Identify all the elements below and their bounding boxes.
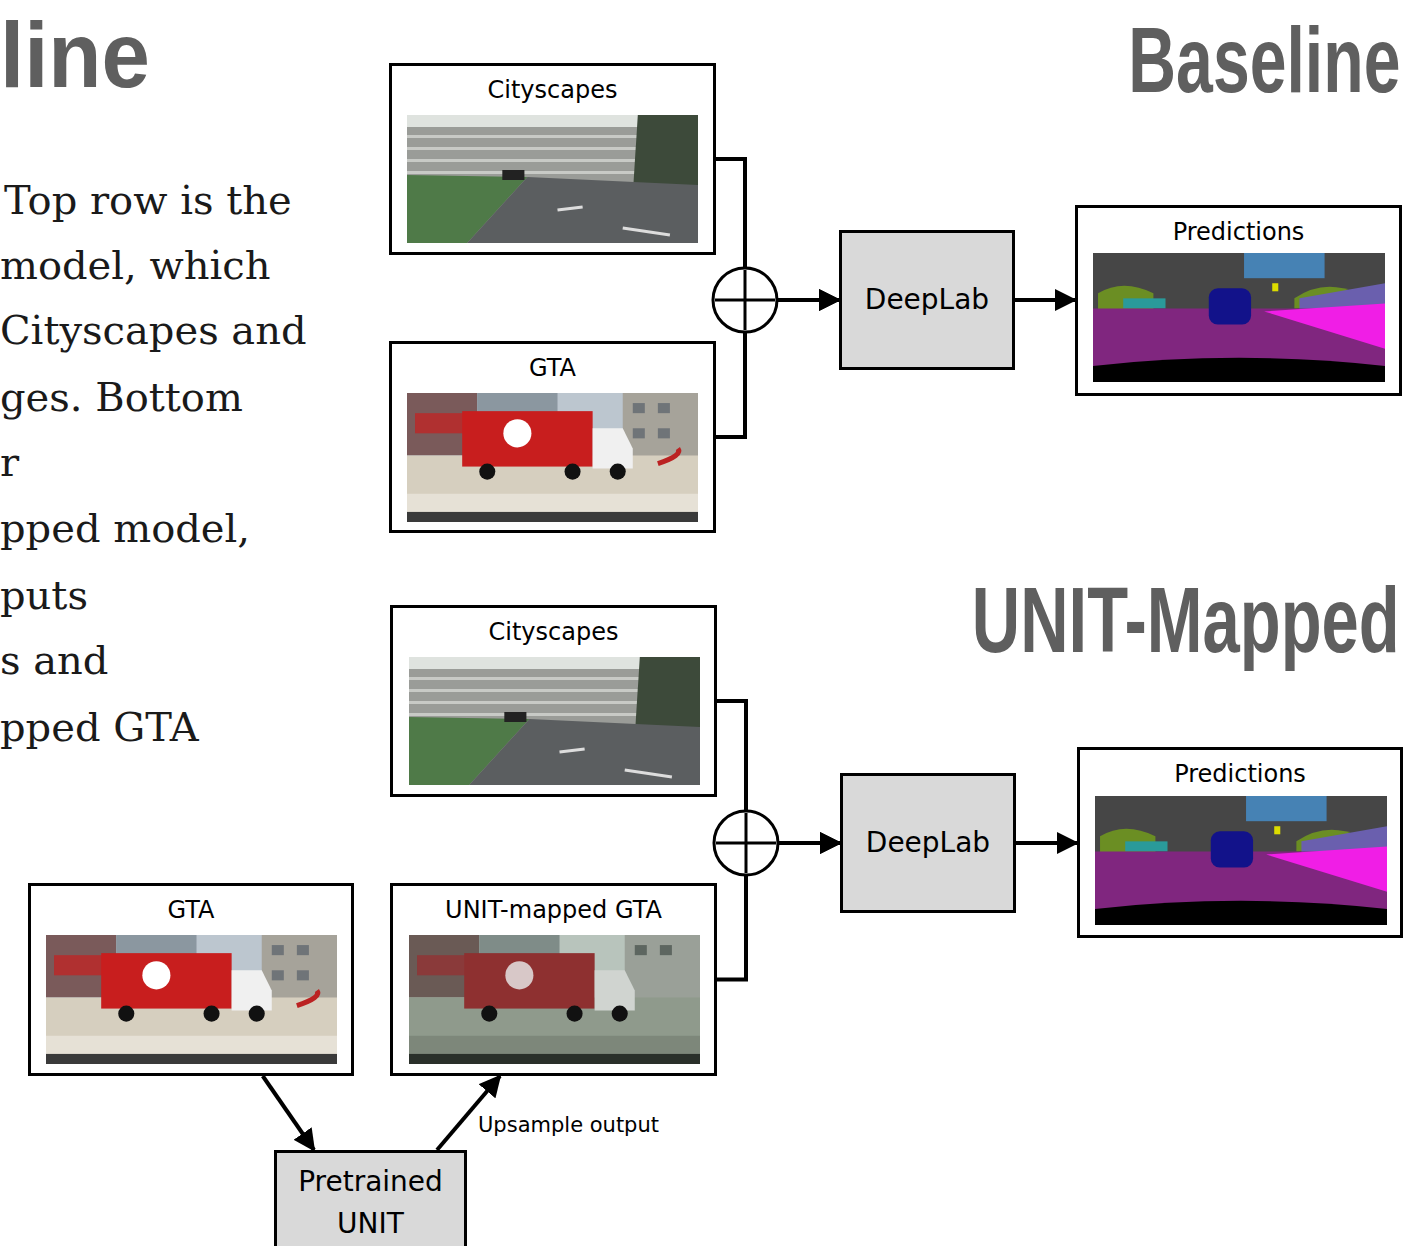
arrow-connector: [1015, 298, 1075, 302]
sum-symbol: [713, 268, 777, 332]
body-text: ges. Bottom: [0, 364, 243, 430]
body-text: Cityscapes and: [0, 297, 307, 363]
box-label: Predictions: [1080, 750, 1400, 791]
body-text: r: [0, 429, 19, 495]
segmentation-map: [1093, 253, 1385, 382]
body-text: puts: [0, 562, 88, 628]
image-box: Cityscapes: [390, 605, 717, 797]
model-box: DeepLab: [840, 773, 1016, 913]
row-title: UNIT-Mapped: [972, 574, 1400, 666]
box-label: GTA: [392, 344, 713, 385]
section-title: line: [0, 9, 150, 101]
image-box: Cityscapes: [389, 63, 716, 255]
output-box: Predictions: [1075, 205, 1402, 396]
body-text: Top row is the: [4, 167, 292, 233]
arrow-connector: [716, 300, 839, 437]
arrow-connector: [717, 701, 840, 843]
body-text: pped model,: [0, 495, 250, 561]
edge-label: Upsample output: [476, 1112, 661, 1138]
sum-symbol: [714, 811, 778, 875]
body-text: s and: [0, 627, 108, 693]
image-box: GTA: [389, 341, 716, 533]
model-box: Pretrained UNIT: [274, 1150, 467, 1246]
row-title: Baseline: [1128, 14, 1400, 106]
image-box: UNIT-mapped GTA: [390, 883, 717, 1076]
arrow-connector: [1016, 841, 1077, 845]
body-text: model, which: [0, 232, 270, 298]
arrow-connector: [716, 159, 839, 300]
box-label: UNIT-mapped GTA: [393, 886, 714, 927]
segmentation-map: [1095, 796, 1387, 925]
translated-frame: [409, 935, 700, 1064]
box-label: Predictions: [1078, 208, 1399, 249]
box-label: DeepLab: [859, 282, 995, 318]
body-text: pped GTA: [0, 694, 199, 760]
model-box: DeepLab: [839, 230, 1015, 370]
box-label: Cityscapes: [393, 608, 714, 649]
street-photo: [407, 115, 698, 243]
arrow-connector: [717, 843, 840, 980]
game-frame: [46, 935, 337, 1064]
game-frame: [407, 393, 698, 522]
box-label: Pretrained UNIT: [282, 1161, 460, 1245]
box-label: GTA: [31, 886, 351, 927]
box-label: Cityscapes: [392, 66, 713, 107]
image-box: GTA: [28, 883, 354, 1076]
arrow-connector: [263, 1076, 314, 1150]
box-label: DeepLab: [860, 825, 996, 861]
output-box: Predictions: [1077, 747, 1403, 938]
street-photo: [409, 657, 700, 785]
